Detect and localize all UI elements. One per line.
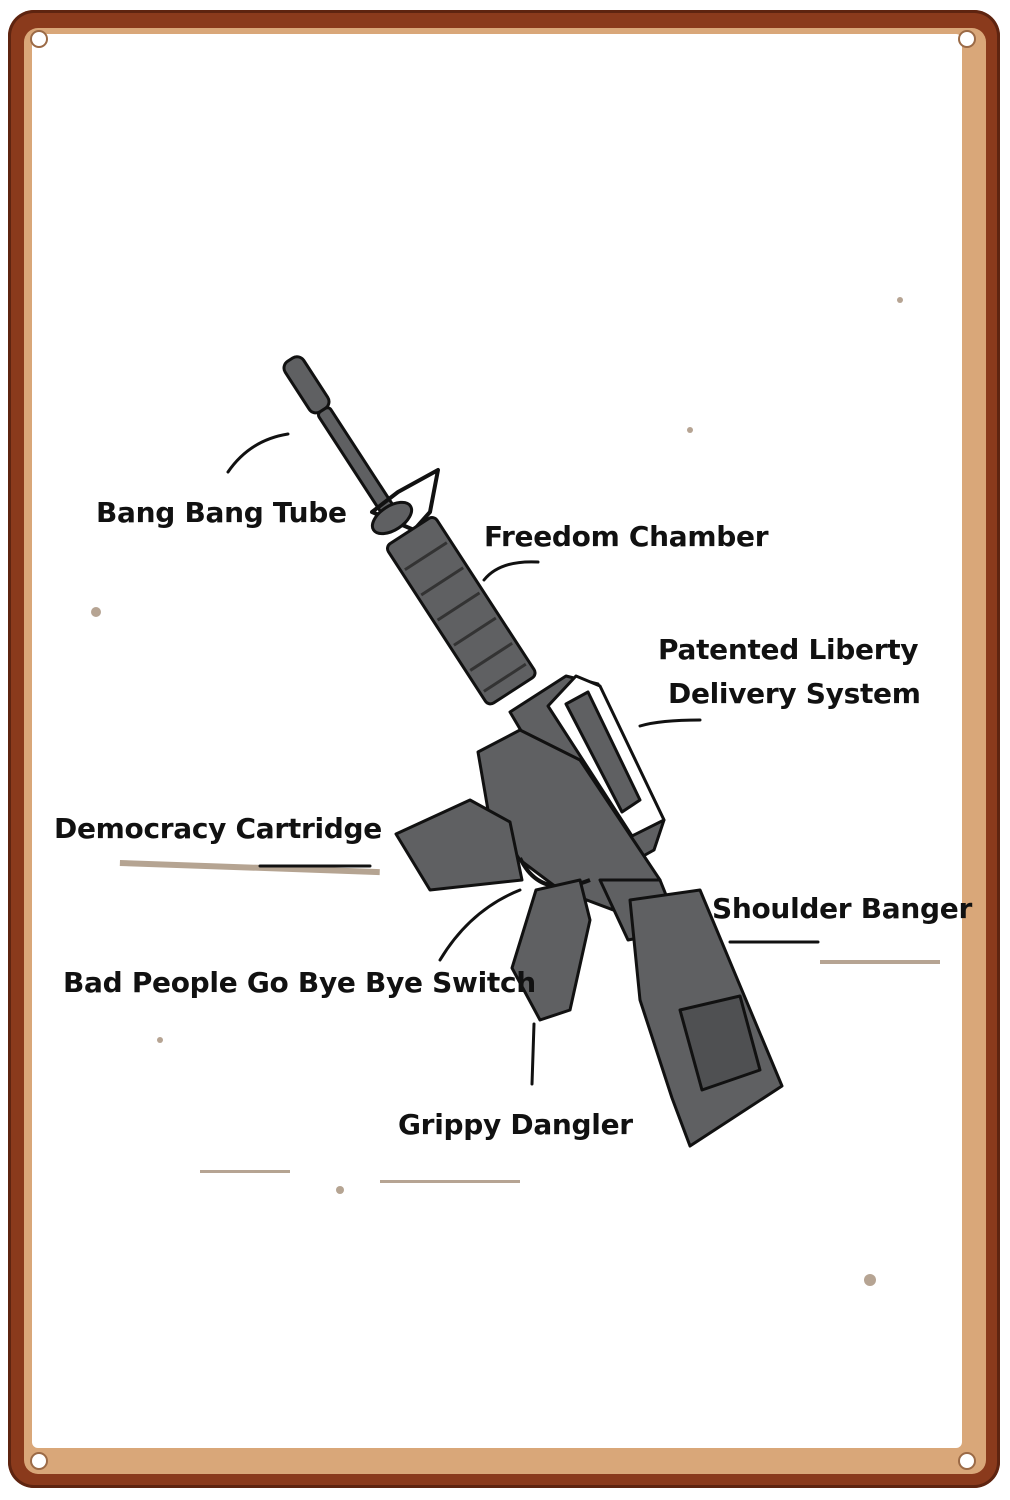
label-patented-liberty: Patented Liberty (658, 633, 919, 666)
mounting-hole-top-left (30, 30, 48, 48)
label-bang-bang-tube: Bang Bang Tube (96, 496, 347, 529)
label-delivery-system: Delivery System (668, 677, 921, 710)
label-freedom-chamber: Freedom Chamber (484, 520, 769, 553)
mounting-hole-bottom-left (30, 1452, 48, 1470)
leader-freedom-chamber (482, 560, 540, 582)
magazine (394, 798, 524, 892)
front-sight (370, 468, 440, 532)
rifle-illustration (282, 355, 784, 1148)
label-bad-people-switch: Bad People Go Bye Bye Switch (63, 966, 536, 999)
leader-lines (226, 432, 820, 1086)
leader-grippy-dangler (530, 1022, 536, 1086)
pistol-grip (510, 878, 592, 1022)
label-grippy-dangler: Grippy Dangler (398, 1108, 633, 1141)
leader-liberty-delivery (638, 718, 702, 728)
leader-bad-people-switch (438, 888, 522, 962)
mounting-hole-bottom-right (958, 1452, 976, 1470)
label-democracy-cartridge: Democracy Cartridge (54, 812, 382, 845)
label-shoulder-banger: Shoulder Banger (712, 892, 972, 925)
mounting-hole-top-right (958, 30, 976, 48)
handguard (386, 516, 537, 706)
leader-bang-bang-tube (226, 432, 290, 474)
